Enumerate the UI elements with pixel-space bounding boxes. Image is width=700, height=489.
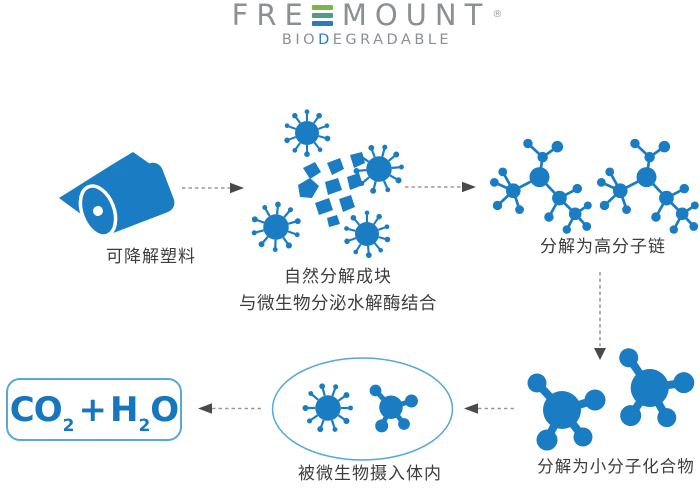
microbe-icon bbox=[295, 375, 362, 442]
small-molecule-icon bbox=[528, 374, 606, 451]
tagline-prefix: BIO bbox=[281, 32, 319, 48]
arrow-step1-to-step2-icon bbox=[182, 182, 244, 194]
polymer-chains bbox=[488, 137, 700, 236]
brand-name-suffix: MOUNT bbox=[341, 0, 491, 32]
polymer-chain-icon bbox=[488, 137, 594, 236]
tagline-suffix: EGRADABLE bbox=[332, 32, 453, 48]
polymer-chain-icon bbox=[595, 137, 700, 236]
formula-o: O bbox=[150, 389, 179, 430]
formula-co: CO bbox=[9, 389, 63, 430]
microbe-icon bbox=[240, 191, 313, 264]
label-ingested-by-microbes: 被微生物摄入体内 bbox=[298, 464, 442, 484]
label-natural-decomposition: 自然分解成块 与微生物分泌水解酶结合 bbox=[223, 266, 453, 315]
label-polymer-chains: 分解为高分子链 bbox=[540, 237, 666, 257]
formula-plus: + bbox=[78, 389, 106, 430]
small-molecule-icon bbox=[610, 347, 698, 434]
registered-trademark-icon: ® bbox=[492, 9, 503, 20]
small-molecule-icon bbox=[370, 385, 418, 433]
microbe-cell bbox=[271, 357, 454, 461]
label-natural-decomposition-line1: 自然分解成块 bbox=[284, 267, 392, 287]
label-small-molecules: 分解为小分子化合物 bbox=[537, 457, 695, 476]
plastic-fragments-icon bbox=[298, 152, 365, 227]
brand-logo: FRE MOUNT ® BIODEGRADABLE bbox=[0, 1, 700, 49]
formula-co-subscript: 2 bbox=[62, 416, 75, 436]
plastic-roll-icon bbox=[59, 152, 175, 238]
microbe-icon bbox=[283, 108, 332, 159]
microbe-icon bbox=[335, 203, 399, 266]
microbes-cluster bbox=[240, 108, 411, 266]
cell-membrane-ellipse bbox=[271, 357, 454, 461]
microbe-icon bbox=[347, 137, 411, 202]
brand-name-prefix: FRE bbox=[231, 0, 311, 32]
small-molecules bbox=[528, 347, 698, 450]
label-natural-decomposition-line2: 与微生物分泌水解酶结合 bbox=[239, 294, 437, 314]
label-degradable-plastic: 可降解塑料 bbox=[106, 247, 196, 267]
arrow-step5-to-result-icon bbox=[198, 403, 262, 414]
logo-e-bars-icon bbox=[311, 4, 333, 26]
formula-h: H bbox=[109, 389, 138, 430]
arrow-step3-to-step4-icon bbox=[594, 272, 606, 360]
arrow-step2-to-step3-icon bbox=[405, 181, 476, 193]
brand-tagline: BIODEGRADABLE bbox=[34, 31, 700, 49]
brand-name: FRE MOUNT ® bbox=[231, 0, 503, 32]
tagline-highlight: D bbox=[318, 32, 333, 48]
formula-h-subscript: 2 bbox=[138, 416, 150, 436]
arrow-step4-to-step5-icon bbox=[464, 403, 514, 414]
